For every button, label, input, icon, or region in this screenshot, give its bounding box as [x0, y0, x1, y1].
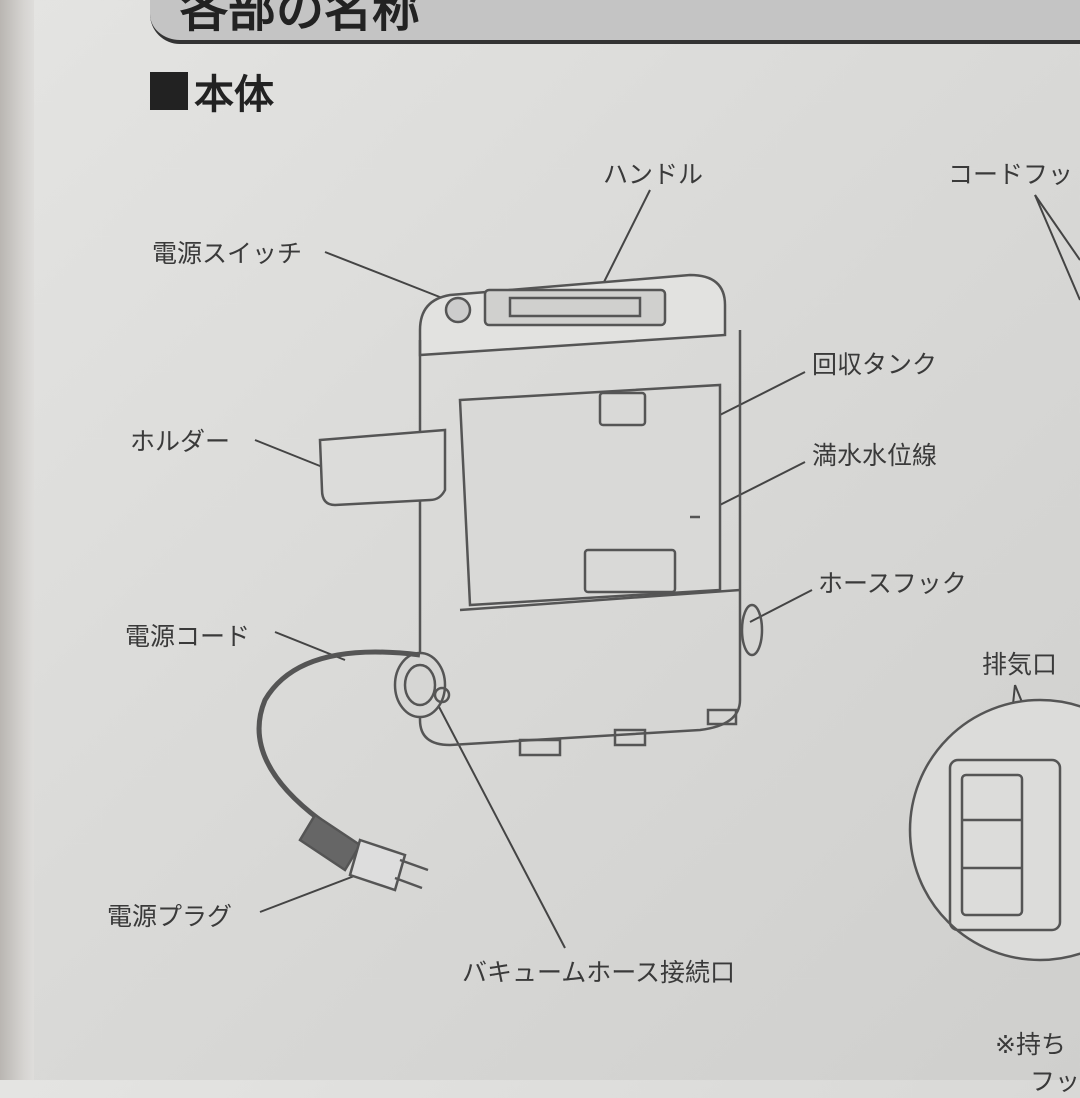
- label-cord-hook: コードフッ: [948, 160, 1074, 189]
- label-recovery-tank: 回収タンク: [812, 350, 938, 379]
- label-handle: ハンドル: [603, 160, 704, 189]
- label-power-switch: 電源スイッチ: [152, 239, 303, 268]
- label-power-cord: 電源コード: [125, 622, 251, 651]
- note-text: ※持ち: [995, 1030, 1066, 1059]
- label-full-water-line: 満水水位線: [812, 441, 938, 470]
- square-bullet-icon: [150, 72, 188, 110]
- section-title: 本体: [194, 72, 274, 118]
- label-holder: ホルダー: [130, 427, 231, 456]
- label-exhaust: 排気口: [982, 650, 1058, 679]
- note-text-2: フッ: [1030, 1067, 1080, 1096]
- page-edge: [0, 0, 34, 1080]
- label-vacuum-hose-port: バキュームホース接続口: [462, 958, 736, 987]
- label-hose-hook: ホースフック: [818, 569, 967, 598]
- chapter-header: 各部の名称: [150, 0, 1080, 44]
- label-power-plug: 電源プラグ: [107, 902, 233, 931]
- section-heading: 本体: [150, 62, 274, 120]
- chapter-title: 各部の名称: [180, 0, 421, 38]
